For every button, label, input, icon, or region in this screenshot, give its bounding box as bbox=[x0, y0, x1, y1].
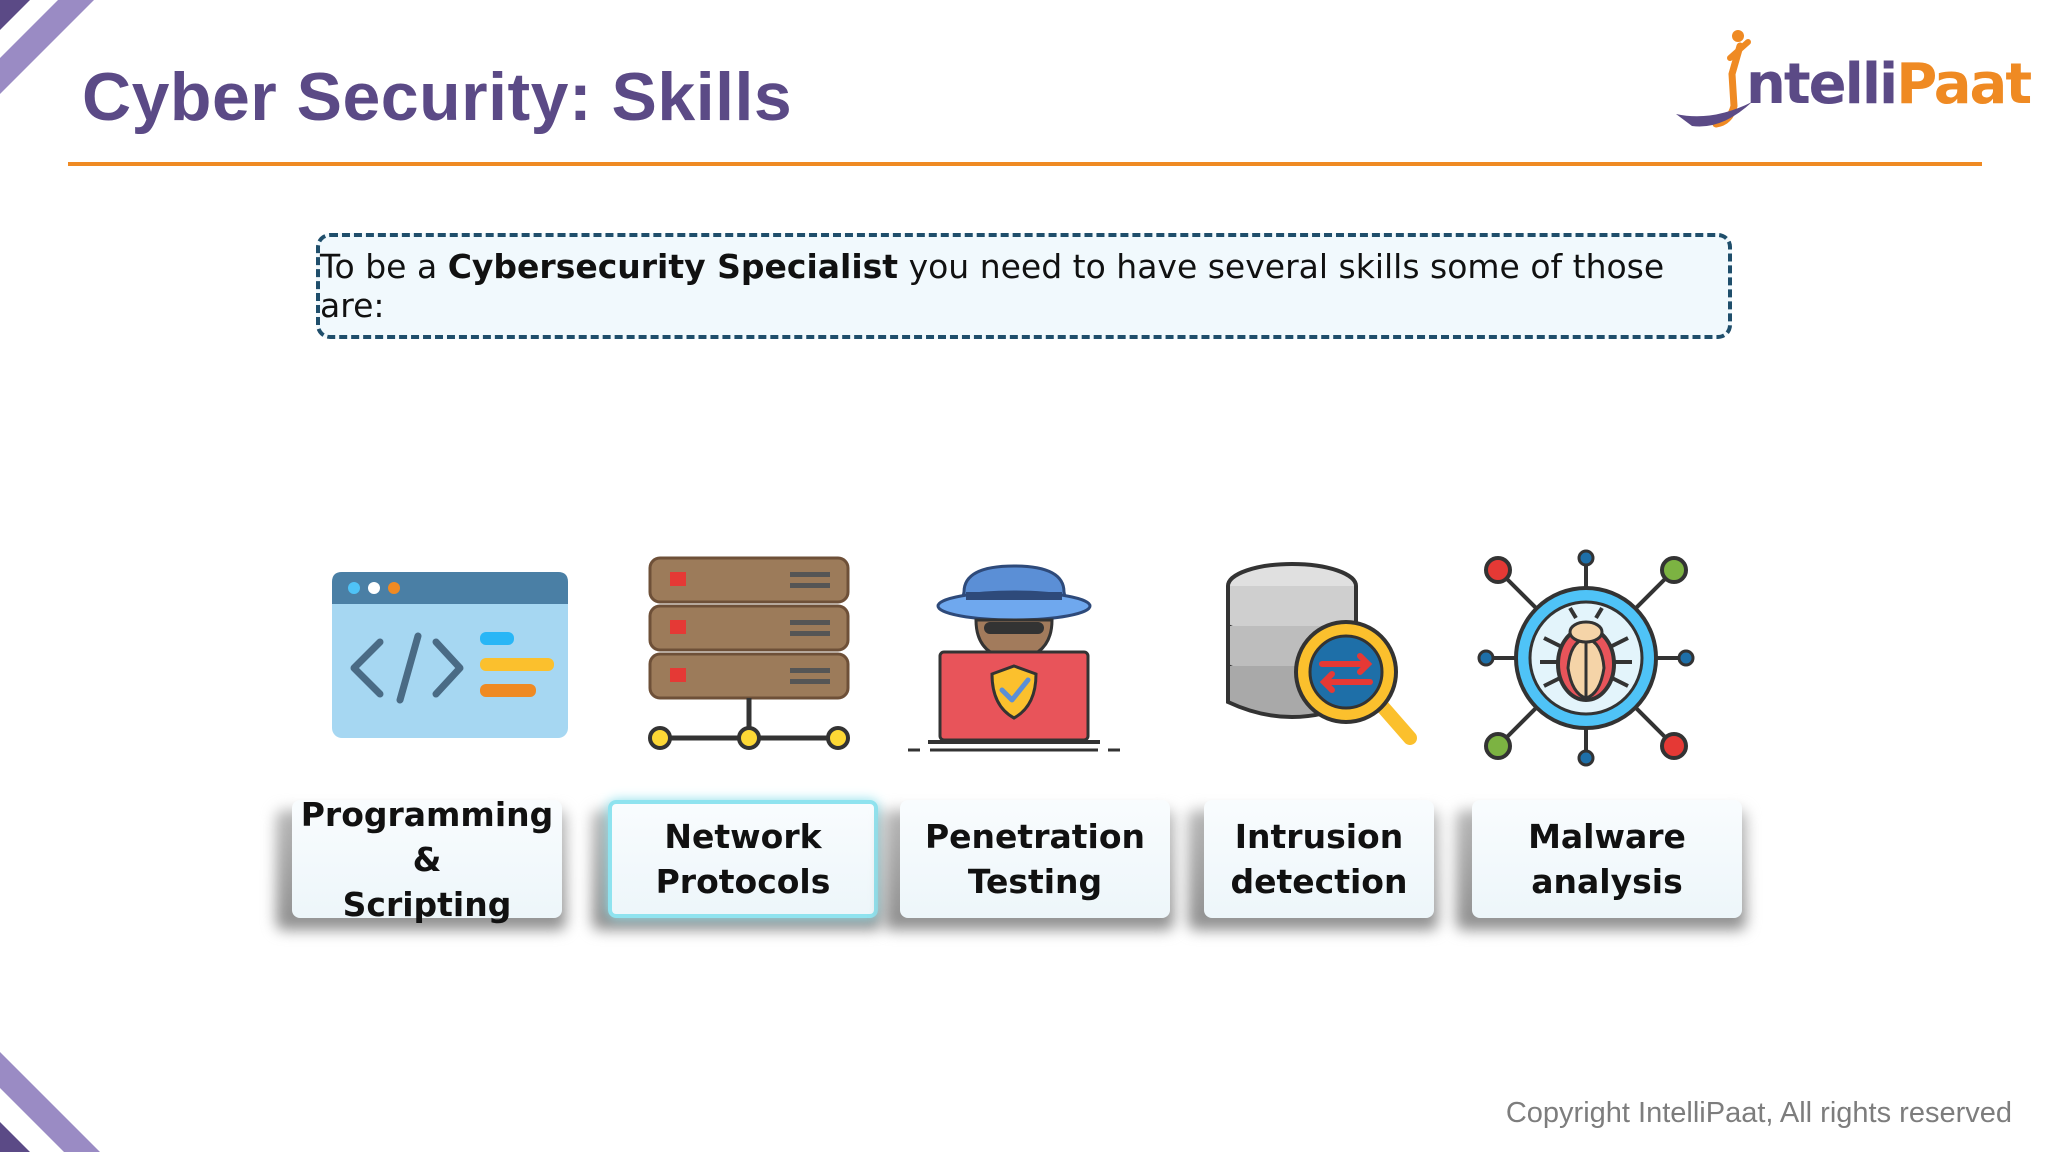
page-title: Cyber Security: Skills bbox=[82, 59, 793, 135]
bug-virus-icon bbox=[1477, 549, 1695, 767]
copyright-text: Copyright IntelliPaat, All rights reserv… bbox=[1505, 1097, 2012, 1129]
skill-card-programming: Programming &Scripting bbox=[276, 795, 566, 930]
title-divider bbox=[68, 162, 1982, 166]
corner-stripes-bottom bbox=[0, 1052, 100, 1152]
logo-wordmark: ntelliPaat bbox=[1746, 52, 2032, 117]
database-search-icon bbox=[1226, 562, 1417, 745]
intro-box: To be a Cybersecurity Specialist you nee… bbox=[316, 233, 1732, 339]
hacker-shield-icon bbox=[908, 564, 1120, 752]
code-window-icon bbox=[332, 572, 568, 738]
logo-figure-icon bbox=[1676, 30, 1752, 128]
server-network-icon bbox=[648, 556, 850, 750]
intellipaat-logo: ntelliPaat bbox=[1672, 22, 2032, 140]
skill-label-programming: Programming &Scripting bbox=[292, 795, 562, 924]
corner-stripes-top bbox=[0, 0, 94, 94]
intro-text: To be a Cybersecurity Specialist you nee… bbox=[320, 247, 1665, 325]
